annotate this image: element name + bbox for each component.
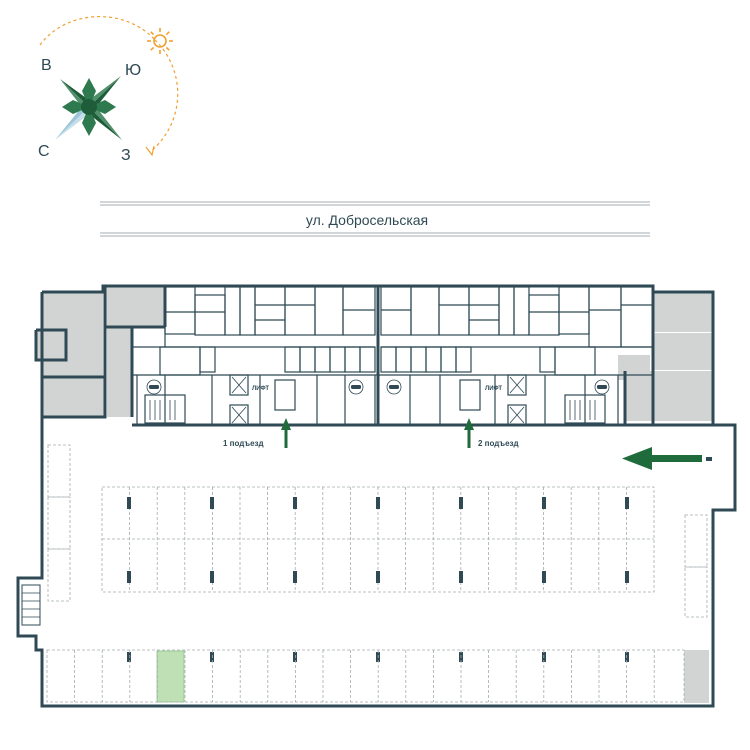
compass: В Ю С З bbox=[38, 16, 179, 164]
car-icon bbox=[594, 379, 610, 395]
entrance-label-1: 1 подъезд bbox=[223, 439, 264, 448]
sun-icon bbox=[147, 28, 173, 54]
staircase-1 bbox=[149, 400, 176, 420]
parking-left-column bbox=[47, 444, 71, 602]
street-name: ул. Добросельская bbox=[306, 212, 428, 228]
lift-marks bbox=[231, 376, 525, 424]
car-icon bbox=[348, 379, 364, 395]
arrow-up-icon bbox=[464, 418, 474, 448]
compass-east-label: В bbox=[41, 57, 52, 74]
car-icon bbox=[146, 379, 162, 395]
parking-columns bbox=[127, 497, 629, 662]
staircase-2 bbox=[569, 400, 596, 420]
parking-right-column bbox=[684, 514, 708, 618]
arrow-left-icon bbox=[622, 447, 712, 470]
lift-shaft-2 bbox=[507, 374, 527, 426]
parking-bottom-row bbox=[46, 649, 685, 703]
street: ул. Добросельская bbox=[100, 201, 650, 237]
compass-rose-icon bbox=[55, 76, 122, 140]
left-stair bbox=[21, 584, 41, 626]
highlighted-parking-spot[interactable] bbox=[156, 650, 185, 703]
outer-walls bbox=[16, 284, 737, 708]
shaded-areas bbox=[36, 287, 712, 703]
arrow-up-icon bbox=[281, 418, 291, 448]
lift-shaft-1 bbox=[229, 374, 249, 426]
entrance-label-2: 2 подъезд bbox=[478, 439, 519, 448]
car-icon bbox=[386, 379, 402, 395]
compass-north-label: С bbox=[38, 143, 50, 160]
compass-south-label: Ю bbox=[125, 62, 141, 79]
lift-label-1: ЛИФТ bbox=[252, 386, 269, 392]
compass-west-label: З bbox=[121, 147, 131, 164]
lift-label-2: ЛИФТ bbox=[485, 386, 502, 392]
